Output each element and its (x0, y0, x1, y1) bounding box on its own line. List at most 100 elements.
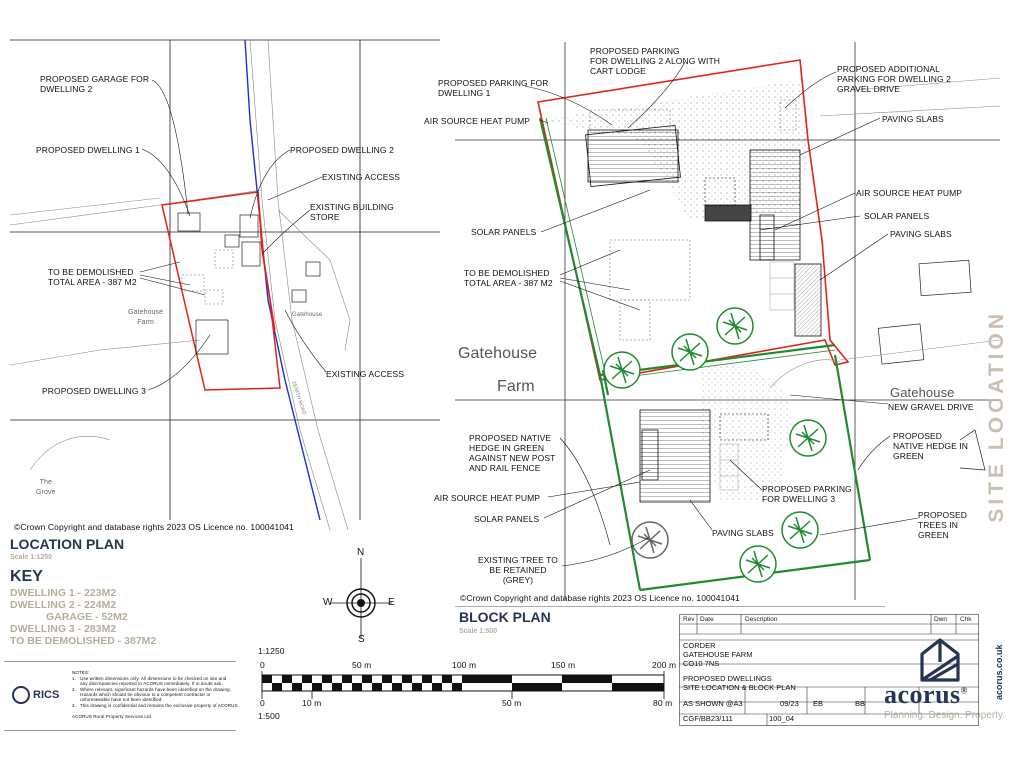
block-plan-divider (455, 606, 885, 607)
notes-line-4: Hazards which should be obvious to a com… (72, 692, 211, 697)
location-leader-lines (139, 79, 327, 391)
tb-drg-no: 100_04 (769, 714, 795, 723)
label-parking-d2-cart-lodge: PROPOSED PARKING FOR DWELLING 2 ALONG WI… (590, 46, 721, 76)
tb-client: CORDER GATEHOUSE FARM CO10 7NS (683, 641, 753, 668)
brand-website: acorus.co.uk (994, 644, 1004, 700)
title-block-frame (679, 614, 979, 726)
label-parking-d1: PROPOSED PARKING FOR DWELLING 1 (438, 78, 549, 98)
compass-w: W (323, 597, 333, 608)
block-plan-drawing (455, 42, 1000, 600)
label-farm: Farm (497, 378, 535, 395)
key-item-dwelling-1: DWELLING 1 - 223M2 (10, 587, 117, 599)
scale-tick-50: 50 m (352, 660, 372, 670)
scale-bottom-tick-50: 50 m (502, 698, 522, 708)
label-proposed-dwelling-2: PROPOSED DWELLING 2 (290, 145, 394, 155)
scale-bar (261, 671, 665, 699)
key-item-demolished: TO BE DEMOLISHED - 387M2 (10, 635, 157, 647)
rics-text: RICS (33, 689, 60, 701)
acorus-house-logo-icon (920, 638, 960, 682)
key-item-dwelling-2: DWELLING 2 - 224M2 (10, 599, 117, 611)
rics-logo: RICS (12, 686, 59, 704)
tree-icons (603, 307, 827, 583)
notes-line-1: 1. Use written dimensions only. All dime… (72, 676, 227, 681)
label-native-hedge-left: PROPOSED NATIVE HEDGE IN GREEN AGAINST N… (469, 433, 556, 473)
label-additional-parking: PROPOSED ADDITIONAL PARKING FOR DWELLING… (837, 64, 951, 94)
label-parking-d3: PROPOSED PARKING FOR DWELLING 3 (762, 484, 852, 504)
label-existing-access-top: EXISTING ACCESS (322, 172, 401, 182)
tb-chk-header: Chk (960, 616, 972, 623)
label-proposed-trees: PROPOSED TREES IN GREEN (918, 510, 967, 540)
key-item-garage: GARAGE - 52M2 (46, 611, 128, 623)
notes-line-2: any discrepancies reported to ACORUS imm… (72, 681, 223, 686)
side-title-site-location: SITE LOCATION (985, 310, 1008, 523)
tb-job-no: CGF/BB23/111 (683, 714, 733, 723)
notes-footer: ACORUS Rural Property Services Ltd. (72, 714, 153, 719)
compass-n: N (357, 547, 365, 558)
label-gatehouse-location: Gatehouse (292, 312, 323, 318)
label-solar-right: SOLAR PANELS (864, 211, 930, 221)
label-to-be-demolished-location: TO BE DEMOLISHED TOTAL AREA - 387 M2 (48, 267, 137, 287)
notes-line-3: 2. Where relevant, significant hazards h… (72, 687, 232, 692)
label-ashp-bottom: AIR SOURCE HEAT PUMP (434, 493, 541, 503)
label-gatehouse: Gatehouse (458, 345, 538, 362)
label-existing-tree: EXISTING TREE TO BE RETAINED (GREY) (478, 555, 559, 585)
label-solar-left: SOLAR PANELS (471, 227, 537, 237)
scale-tick-0: 0 (260, 660, 265, 670)
brand-name: acorus® (884, 680, 968, 710)
tb-description-header: Description (745, 616, 778, 623)
block-plan-scale: Scale 1:500 (459, 628, 498, 635)
brand-registered: ® (960, 685, 968, 696)
scale-tick-200: 200 m (652, 660, 677, 670)
label-the-grove: The Grove (36, 479, 56, 496)
block-plan-title: BLOCK PLAN (459, 609, 551, 625)
label-gatehouse-right: Gatehouse (890, 385, 955, 400)
scale-ratio-bottom: 1:500 (258, 711, 280, 721)
location-plan-scale: Scale 1:1250 (10, 554, 53, 561)
label-existing-building-store: EXISTING BUILDING STORE (310, 202, 394, 222)
tb-date: 09/23 (780, 699, 799, 708)
label-native-hedge-right: PROPOSED NATIVE HEDGE IN GREEN (893, 431, 969, 461)
block-plan-copyright: ©Crown Copyright and database rights 202… (460, 593, 740, 603)
tb-date-header: Date (700, 616, 714, 623)
label-ashp-top: AIR SOURCE HEAT PUMP (424, 116, 531, 126)
brand-name-text: acorus (884, 680, 961, 709)
label-paving-top: PAVING SLABS (882, 114, 944, 124)
scale-bottom-tick-10: 10 m (302, 698, 322, 708)
tb-scale: AS SHOWN @A3 (683, 699, 743, 708)
label-solar-bottom: SOLAR PANELS (474, 514, 540, 524)
location-plan-title: LOCATION PLAN (10, 536, 125, 552)
label-paving-right: PAVING SLABS (890, 229, 952, 239)
label-new-gravel-drive: NEW GRAVEL DRIVE (888, 402, 974, 412)
label-gatehouse-farm-small: Gatehouse Farm (128, 309, 164, 326)
tb-dwn-header: Dwn (934, 616, 948, 623)
location-plan-copyright: ©Crown Copyright and database rights 202… (14, 522, 294, 532)
notes-line-5: unforeseeable have not been identified. (72, 697, 163, 702)
label-paving-bottom: PAVING SLABS (712, 528, 774, 538)
tb-checked: BB (855, 699, 866, 708)
label-proposed-garage: PROPOSED GARAGE FOR DWELLING 2 (40, 74, 150, 94)
scale-tick-100: 100 m (452, 660, 477, 670)
label-proposed-dwelling-1: PROPOSED DWELLING 1 (36, 145, 140, 155)
brand-tagline: Planning. Design. Property. (884, 710, 1005, 721)
label-ashp-right: AIR SOURCE HEAT PUMP (856, 188, 963, 198)
notes-panel (4, 661, 236, 731)
label-to-be-demolished-block: TO BE DEMOLISHED TOTAL AREA - 387 M2 (464, 268, 553, 288)
tb-project: PROPOSED DWELLINGS SITE LOCATION & BLOCK… (683, 674, 796, 692)
scale-bottom-tick-0: 0 (260, 698, 265, 708)
tb-drawn: EB (813, 699, 824, 708)
label-existing-access-bottom: EXISTING ACCESS (326, 369, 405, 379)
north-compass-icon (330, 558, 392, 638)
scale-tick-150: 150 m (551, 660, 576, 670)
notes-line-6: 3. This drawing is confidential and rema… (72, 703, 239, 708)
rics-emblem-icon (12, 686, 30, 704)
location-plan-drawing (9, 39, 440, 531)
tb-rev-header: Rev (683, 616, 695, 623)
label-proposed-dwelling-3: PROPOSED DWELLING 3 (42, 386, 146, 396)
scale-ratio-top: 1:1250 (258, 646, 285, 656)
scale-bottom-tick-80: 80 m (653, 698, 673, 708)
key-title: KEY (10, 568, 43, 585)
compass-e: E (388, 597, 395, 608)
key-item-dwelling-3: DWELLING 3 - 283M2 (10, 623, 117, 635)
notes-heading: NOTES: (72, 670, 90, 675)
